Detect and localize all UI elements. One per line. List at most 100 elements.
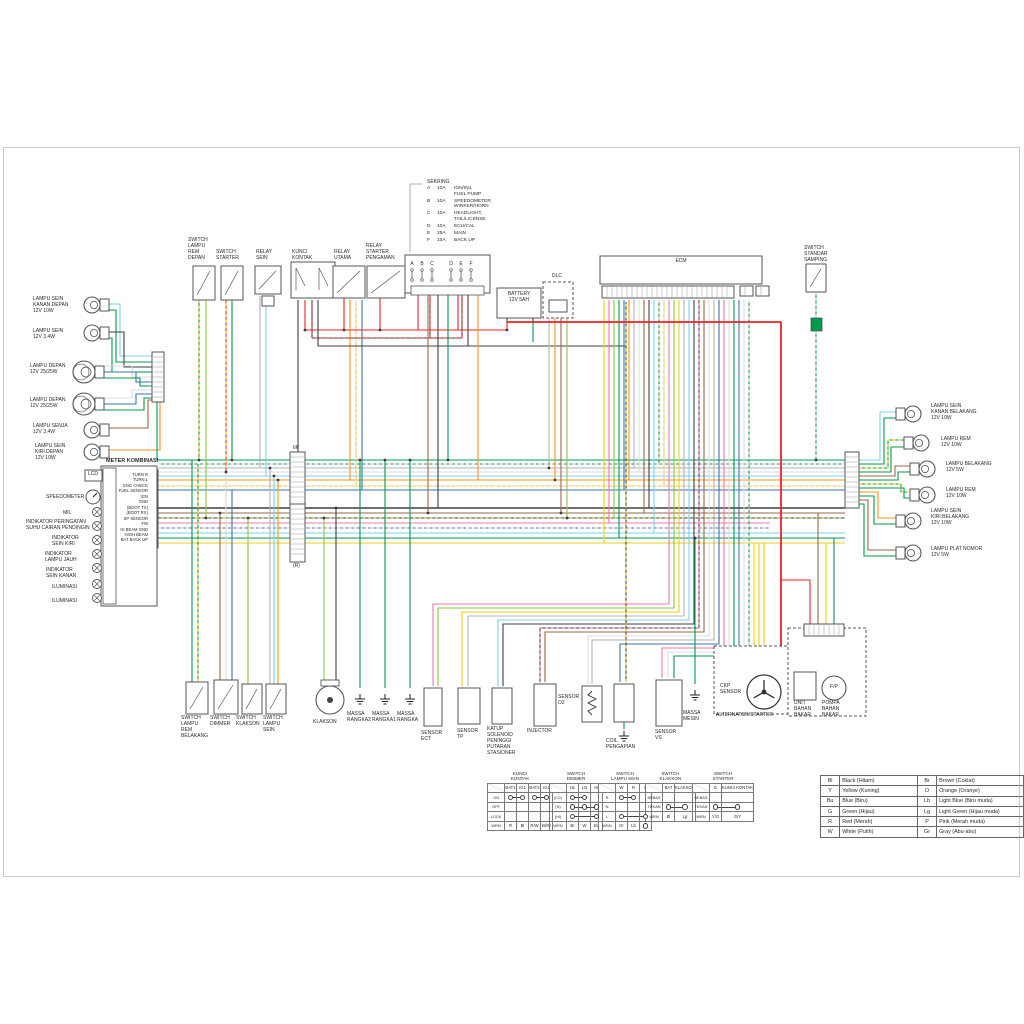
motor-hub [761,689,767,695]
lamp-filament [90,300,99,309]
detail-line [94,595,100,601]
row-header: WRN [598,820,616,831]
fuse-id: A [427,186,431,191]
contact-cell [516,801,529,812]
wire [497,300,690,686]
label-alternator-starter: ALTERNATOR/STARTER [716,712,774,718]
contact-cell [566,792,579,803]
contact-cell: R [504,820,517,831]
contact-cell: Lb [627,820,640,831]
contact-cell: W [578,820,591,831]
pinbar [601,285,735,299]
lamp-socket [99,326,110,340]
fuse-rating: 25A [437,230,446,236]
headlight-ring [72,395,90,413]
fuse-circuits: MAIN [454,230,466,236]
label-relay: RELAY UTAMA [334,249,352,261]
contact-cell: R/W [528,820,541,831]
label-lampu-sein: LAMPU SEIN KANAN DEPAN 12V 10W [33,296,69,314]
color-code: Lb [916,795,938,807]
box [805,263,827,293]
diagonal-cell [549,782,567,793]
table-title: KUNCI KONTAK [510,771,530,781]
label--r-: (R) [293,563,300,569]
wire [502,300,695,686]
box [613,683,635,723]
row-header: TEKAN [645,801,663,812]
contact-cell [709,801,722,812]
label-indikator: INDIKATOR LAMPU JAUH [45,551,77,563]
table-title: SWITCH DIMMER [566,771,586,781]
label-sensor: SENSOR ECT [421,730,443,742]
label-injector: INJECTOR [527,728,552,734]
detail-line [94,509,100,515]
fuse-letter: D [449,261,453,267]
box [548,299,568,313]
lamp-filament [80,398,92,410]
color-name: Blue (Biru) [839,795,918,807]
lamp-socket [909,462,920,476]
fuse-id: D [427,223,431,229]
meter-pin-label: FW [141,521,148,527]
fuse-rating: 10A [437,223,446,229]
contact-cell [516,811,529,822]
lamp-socket [909,488,920,502]
contact-cell [516,792,529,803]
wire [102,399,152,429]
row-header: (N) [549,801,567,812]
wire [432,300,670,686]
col-header: BAT [662,782,675,793]
box [265,683,287,715]
label-switch: SWITCH LAMPU REM BELAKANG [181,715,208,739]
meter-pin-label: FUEL SENSOR [118,488,148,494]
color-name: Gray (Abu-abu) [936,826,1024,838]
contact-cell [639,820,652,831]
box [655,679,683,727]
meter-pin-label: ENG CHECK [123,482,148,488]
contact-table: WRLRNLWRNGrLb [598,782,652,832]
col-header: E [709,782,722,793]
label-dlc: DLC [552,273,563,279]
label-katup: KATUP SOLENOID PENINGGI PUTARAN STASIONE… [487,726,516,756]
detail-line [336,270,361,294]
color-name: Yellow (Kuning) [839,785,918,797]
junction-dot [565,516,569,520]
junction-dot [224,470,228,474]
label-mil: MIL [63,510,72,516]
fuel-pump [821,675,847,701]
col-header: BAT2 [528,782,541,793]
color-code: Bu [819,795,841,807]
junction-dot [693,536,697,540]
meter-pin-label: TURN R [132,472,148,477]
col-header: KUNCI KONTAK [720,782,755,793]
label-lampu-senja: LAMPU SENJA 12V 3,4W [33,423,68,435]
label-sensor: SENSOR O2 [558,694,580,706]
wire [544,300,705,682]
color-code: Br [916,774,938,787]
color-code: R [819,816,841,828]
color-code: W [819,826,841,838]
detail-line [217,684,234,710]
box [241,683,263,715]
lamp-socket [99,423,110,437]
junction-dot [272,474,276,478]
wire [743,300,758,687]
contact-cell [720,792,755,803]
lamp-socket [895,546,906,560]
color-name: Red (Merah) [839,816,918,828]
detail-line [94,551,100,557]
contact-cell [615,801,628,812]
kunci [290,261,336,299]
wire [859,446,912,473]
junction-dot [358,458,362,462]
box [261,295,275,307]
row-header: TEKAN [692,801,710,812]
junction-dot [383,458,387,462]
fuse-rating: 10A [437,186,446,191]
label-kunci: KUNCI KONTAK [292,249,313,261]
label-lampu-plat-nomor: LAMPU PLAT NOMOR 12V 5W [931,546,983,558]
